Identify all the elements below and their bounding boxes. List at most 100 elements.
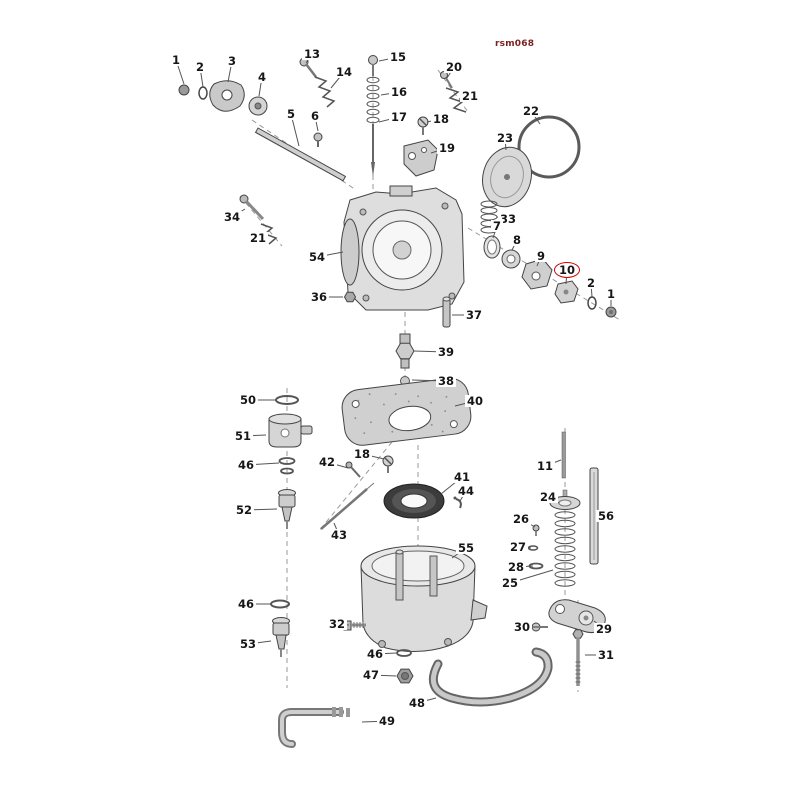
leader-line-15: [378, 56, 399, 62]
leader-line-38: [411, 379, 447, 382]
leader-line-2: [199, 66, 204, 88]
part-20-screw: [440, 71, 453, 89]
leader-line-55: [451, 547, 467, 559]
leader-line-11: [544, 459, 562, 467]
leader-line-24: [547, 496, 560, 504]
part-52-plunger: [278, 489, 296, 529]
part-25-spring: [554, 511, 576, 587]
leader-line-27: [517, 546, 532, 549]
leader-line-42: [326, 461, 349, 469]
leader-line-49: [361, 720, 388, 723]
part-1-nut-right: [605, 306, 617, 318]
part-34-screw: [239, 194, 265, 221]
leader-line-4: [258, 76, 263, 97]
part-30-screw-small: [531, 622, 548, 632]
leader-line-29: [593, 620, 605, 630]
part-46-oring-lower-left: [270, 599, 290, 609]
part-54-carburetor-body: [340, 185, 465, 311]
part-6-screw: [313, 132, 323, 147]
leader-line-5: [290, 113, 300, 147]
part-21-spring-top: [445, 87, 467, 113]
part-49-elbow-fitting: [278, 707, 350, 748]
part-36-nut: [343, 291, 357, 303]
part-11-rod: [561, 431, 566, 479]
part-32-screw: [343, 620, 366, 631]
part-18-screw-mid: [382, 455, 394, 473]
leader-line-21: [458, 95, 471, 100]
leader-line-8: [511, 239, 518, 251]
part-16-spring: [366, 76, 380, 124]
part-41-seal-ring: [383, 483, 445, 519]
leader-line-23: [504, 137, 507, 151]
diagram-code: rsm068: [495, 39, 535, 49]
leader-line-44: [459, 490, 467, 502]
part-19-bracket: [403, 139, 439, 177]
part-3-lever: [209, 80, 245, 112]
leader-line-40: [454, 400, 476, 407]
part-15-adjuster-screw: [368, 55, 378, 76]
part-18-screw-top: [417, 116, 429, 135]
part-39-fitting: [395, 333, 415, 369]
part-9-bracket: [521, 258, 553, 290]
leader-line-18: [426, 118, 442, 123]
leader-line-3: [227, 60, 233, 83]
part-55-float-bowl: [360, 545, 488, 652]
leader-line-32: [336, 623, 350, 626]
leader-line-6: [314, 115, 319, 132]
leader-line-46: [245, 462, 280, 466]
part-17-needle: [371, 124, 375, 177]
part-37-pin: [442, 296, 451, 328]
part-46-oring-bottom: [396, 649, 412, 657]
leader-line-53: [247, 640, 272, 645]
leader-line-19: [430, 147, 448, 154]
leader-line-20: [446, 66, 455, 79]
part-14-spring: [314, 76, 336, 108]
leader-line-48: [416, 697, 437, 704]
part-53-plunger-lower: [272, 617, 290, 657]
leader-line-14: [330, 71, 345, 89]
leader-line-52: [243, 508, 278, 511]
leader-line-39: [413, 350, 447, 353]
part-51-enrichener-body: [268, 413, 313, 448]
leader-line-25: [509, 569, 554, 584]
leader-line-28: [515, 565, 534, 568]
leader-line-21: [257, 233, 267, 239]
leader-line-17: [378, 116, 400, 123]
leader-line-43: [333, 522, 340, 536]
leader-line-46: [374, 652, 397, 655]
part-29-lever-arm: [548, 599, 606, 633]
part-50-oring: [275, 395, 299, 405]
leader-line-18: [361, 453, 385, 460]
leader-line-1: [175, 59, 185, 85]
leader-line-10: [565, 269, 568, 285]
part-43-needle-long: [320, 482, 375, 530]
leader-line-13: [305, 53, 313, 64]
part-7-cup: [483, 235, 501, 259]
leader-line-26: [520, 518, 536, 528]
leader-line-22: [530, 110, 541, 125]
part-46-orings-upper: [278, 457, 296, 475]
leader-line-47: [370, 674, 397, 677]
part-44-clip: [453, 496, 462, 509]
part-4-cable-wheel: [248, 96, 268, 116]
part-10-cam: [554, 280, 579, 304]
part-47-nut: [396, 668, 414, 684]
part-22-oring-large: [517, 115, 581, 179]
leader-line-41: [440, 476, 463, 495]
leader-line-7: [492, 225, 498, 239]
leader-line-2: [590, 282, 593, 298]
leader-line-16: [380, 91, 400, 96]
leader-line-54: [316, 251, 344, 258]
leader-line-9: [536, 255, 542, 267]
leader-line-34: [231, 208, 246, 218]
part-8-ring: [501, 249, 521, 269]
part-48-hose: [428, 647, 553, 707]
leader-line-33: [496, 216, 509, 220]
leader-line-51: [242, 434, 267, 437]
part-1-nut: [178, 84, 190, 96]
part-42-needle-small: [345, 461, 361, 478]
part-31-bolt: [572, 629, 584, 686]
